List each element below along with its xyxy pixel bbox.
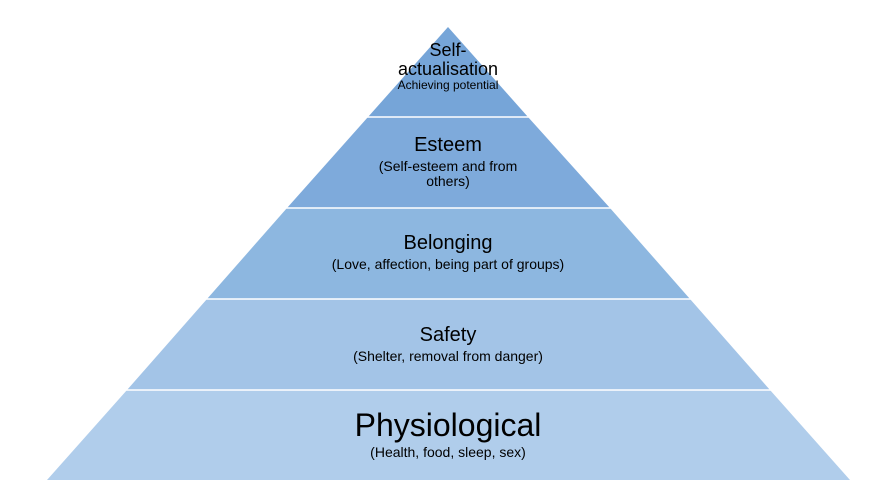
level-5-subtitle: (Health, food, sleep, sex) (370, 443, 526, 460)
pyramid-level-5-text: Physiological (Health, food, sleep, sex) (298, 407, 598, 460)
pyramid-level-3-shape (207, 208, 690, 299)
level-4-subtitle: (Shelter, removal from danger) (353, 348, 543, 364)
pyramid-level-4-text: Safety (Shelter, removal from danger) (298, 324, 598, 364)
level-4-title: Safety (419, 324, 477, 346)
level-2-title: Esteem (414, 134, 482, 156)
level-3-subtitle: (Love, affection, being part of groups) (331, 256, 565, 272)
pyramid-level-2-text: Esteem (Self-esteem and from others) (348, 134, 548, 190)
level-1-subtitle: Achieving potential (397, 77, 499, 92)
level-5-title: Physiological (354, 407, 542, 443)
pyramid-level-3-text: Belonging (Love, affection, being part o… (298, 232, 598, 272)
pyramid-level-4-shape (127, 299, 770, 390)
level-1-title: Self- actualisation (397, 40, 499, 79)
level-2-subtitle: (Self-esteem and from others) (378, 158, 518, 190)
level-3-title: Belonging (403, 232, 493, 254)
pyramid-level-1-text: Self- actualisation Achieving potential (368, 41, 528, 92)
pyramid-level-5-shape (47, 390, 850, 480)
pyramid-level-2-shape (287, 117, 610, 208)
pyramid-level-1-shape (368, 27, 528, 117)
